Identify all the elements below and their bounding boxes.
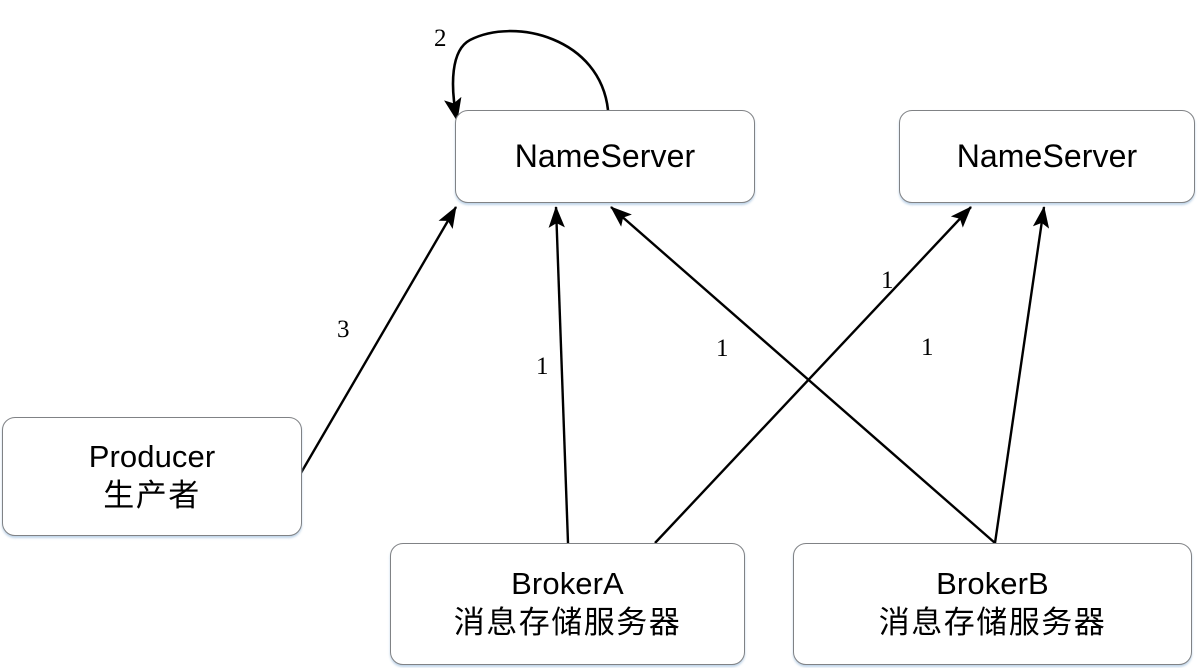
edge-label-nameserver-self-loop: 2 — [434, 25, 447, 52]
node-broker-a-label-zh: 消息存储服务器 — [453, 605, 682, 641]
node-broker-a[interactable]: BrokerA 消息存储服务器 — [390, 543, 745, 665]
node-nameserver-1[interactable]: NameServer — [455, 110, 755, 203]
node-producer[interactable]: Producer 生产者 — [2, 417, 302, 536]
edge-broker-b-to-nameserver-2 — [993, 206, 1050, 544]
edge-label-broker-b-to-nameserver-2: 1 — [921, 334, 934, 361]
node-broker-b-label-zh: 消息存储服务器 — [878, 605, 1107, 641]
node-broker-b[interactable]: BrokerB 消息存储服务器 — [793, 543, 1192, 665]
node-nameserver-2-label: NameServer — [956, 137, 1138, 174]
edge-label-broker-b-to-nameserver-1: 1 — [716, 335, 729, 362]
edge-nameserver-self-loop — [444, 29, 610, 122]
edge-label-broker-a-to-nameserver-1: 1 — [536, 353, 549, 380]
edge-label-producer-to-nameserver-1: 3 — [337, 316, 350, 343]
edge-broker-b-to-nameserver-1 — [610, 206, 996, 544]
edge-producer-to-nameserver-1 — [296, 206, 458, 479]
node-producer-label-en: Producer — [88, 438, 216, 474]
node-broker-b-label-en: BrokerB — [936, 566, 1049, 602]
node-nameserver-1-label: NameServer — [514, 137, 696, 174]
edge-label-broker-a-to-nameserver-2: 1 — [881, 267, 894, 294]
edge-broker-a-to-nameserver-2 — [654, 206, 972, 544]
node-broker-a-label-en: BrokerA — [511, 566, 624, 602]
node-producer-label-zh: 生产者 — [103, 477, 201, 514]
node-nameserver-2[interactable]: NameServer — [899, 110, 1195, 203]
edge-broker-a-to-nameserver-1 — [548, 206, 570, 544]
